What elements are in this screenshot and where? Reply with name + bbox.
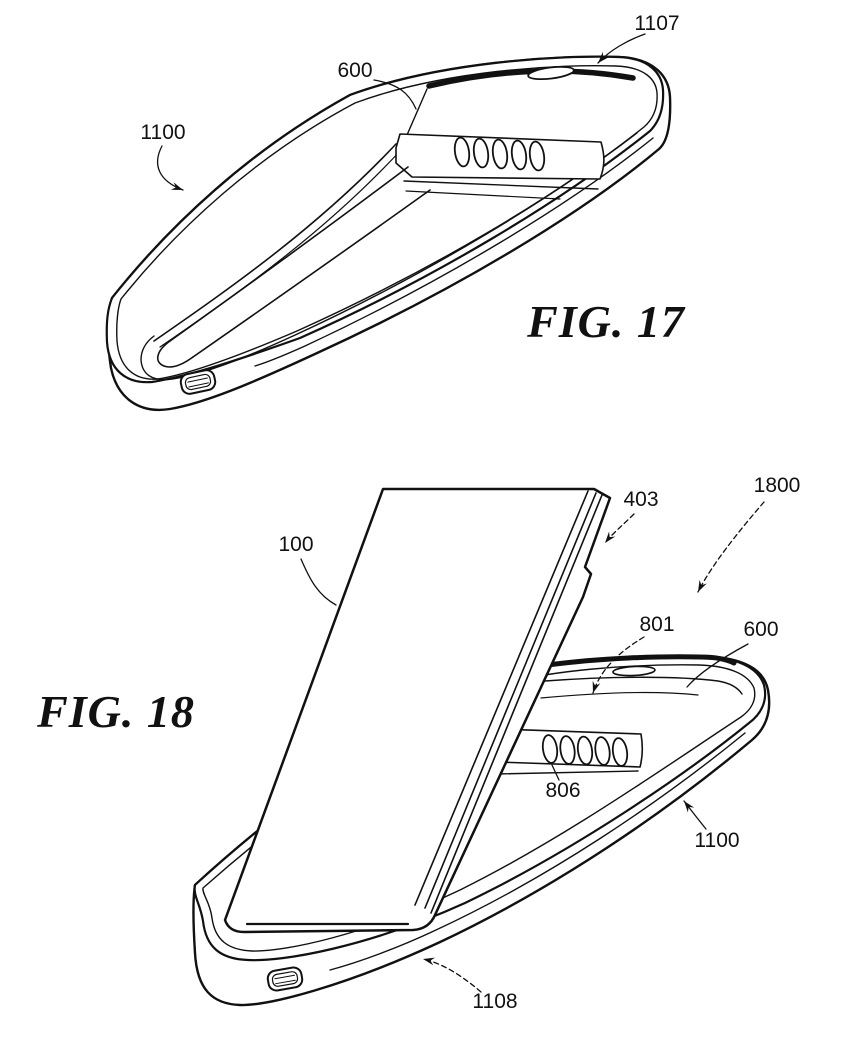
ref-label-403: 403 <box>623 488 658 511</box>
figure-caption-17: FIG. 17 <box>526 296 686 347</box>
fig17-usb-port <box>179 369 217 395</box>
ref-label-600-fig18: 600 <box>743 618 778 641</box>
leader-line-1107 <box>597 33 646 64</box>
figure-caption-18: FIG. 18 <box>36 686 195 737</box>
fig18-shelf-front-edge <box>495 770 639 775</box>
ref-label-1100-fig18: 1100 <box>694 829 739 852</box>
ref-label-100: 100 <box>278 533 313 556</box>
fig17-earpiece-cutout <box>527 65 575 81</box>
fig18-floor-edge-2 <box>540 692 699 699</box>
fig17-slot-step <box>406 88 428 136</box>
ref-label-1108: 1108 <box>472 990 517 1013</box>
ref-label-1100-fig17: 1100 <box>140 121 185 144</box>
leader-line-806 <box>551 764 560 781</box>
fig18-earpiece-cutout <box>612 665 656 677</box>
fig18-connector-holes <box>541 734 629 767</box>
fig18-floor-edge-1 <box>544 676 743 695</box>
fig17-case-top-face <box>105 55 665 384</box>
fig18-shell-seam <box>329 732 746 971</box>
ref-label-806: 806 <box>545 779 580 802</box>
leader-line-1800 <box>697 501 765 593</box>
leader-line-1100-fig18 <box>683 800 707 830</box>
leader-line-1100-fig17 <box>157 145 184 191</box>
leader-line-801 <box>592 636 645 694</box>
ref-label-1107: 1107 <box>634 12 679 35</box>
leader-line-600-fig18 <box>686 643 749 688</box>
leader-line-403 <box>604 513 635 544</box>
fig17-floor-near-edge <box>140 132 638 381</box>
ref-label-801: 801 <box>639 613 674 636</box>
fig18-connector-shelf <box>496 728 644 768</box>
figure-18: 100 403 1800 801 600 806 1100 1108 FIG. … <box>36 474 800 1013</box>
figure-17: 1107 600 1100 FIG. 17 <box>105 12 686 412</box>
leader-line-1108 <box>422 957 482 993</box>
fig17-shelf-front-edge <box>403 180 599 190</box>
fig17-battery-platform <box>157 166 431 368</box>
fig17-shell-seam <box>254 137 654 367</box>
fig18-phone-edge-lines <box>414 490 603 914</box>
fig17-floor-far-edge <box>153 143 397 342</box>
ref-label-600-fig17: 600 <box>337 59 372 82</box>
fig17-connector-holes <box>453 136 546 172</box>
fig18-phone <box>223 487 612 934</box>
ref-label-1800: 1800 <box>754 474 801 497</box>
fig17-shelf-front-edge-2 <box>405 190 561 200</box>
leader-line-600-fig17 <box>373 79 417 110</box>
fig18-usb-port <box>266 966 304 992</box>
fig18-phone-body <box>223 487 612 934</box>
fig17-camera-slot <box>426 68 636 89</box>
fig17-battery-case <box>105 55 672 412</box>
leader-line-100 <box>300 558 337 606</box>
